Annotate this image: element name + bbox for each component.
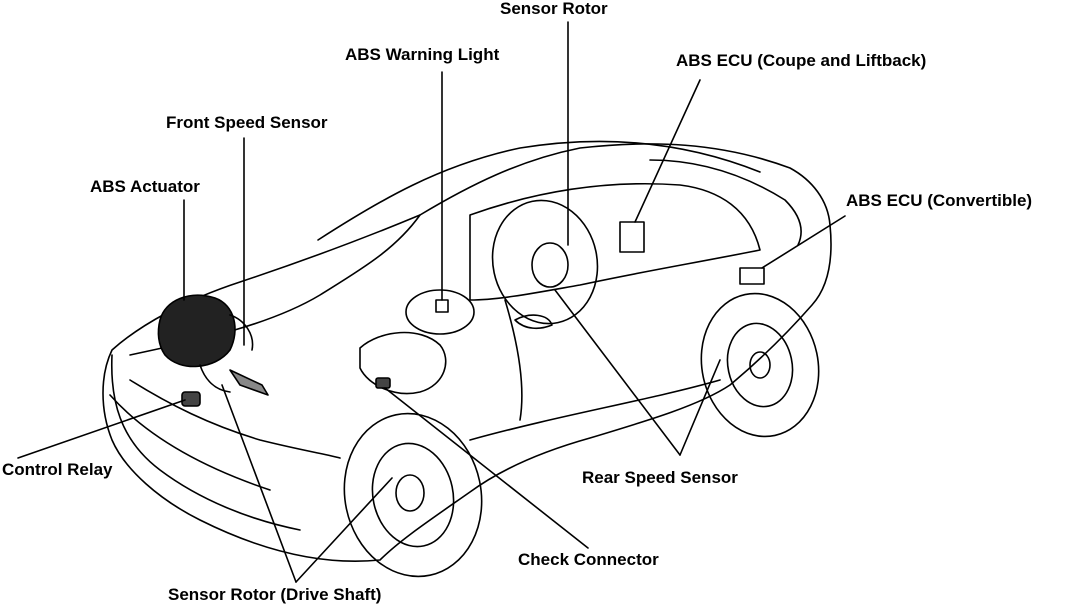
- label-rear-speed-sensor: Rear Speed Sensor: [582, 468, 738, 487]
- rear-window: [649, 159, 802, 246]
- leader-control-relay: [17, 399, 186, 459]
- leader-lines: [17, 21, 846, 583]
- abs-actuator-body: [157, 294, 236, 368]
- far-rear-hub: [531, 242, 569, 288]
- label-control-relay: Control Relay: [2, 460, 113, 479]
- brake-booster: [359, 331, 447, 395]
- front-hub: [395, 474, 425, 512]
- rear-wheel: [700, 292, 820, 438]
- front-wheel-rim: [371, 442, 455, 548]
- leader-drive-shaft-a: [221, 384, 297, 583]
- leader-rear-sensor-a: [554, 289, 681, 456]
- bumper-lower: [109, 394, 271, 491]
- front-wheel: [343, 412, 483, 578]
- ecu-coupe-box: [619, 221, 645, 253]
- label-abs-ecu-coupe: ABS ECU (Coupe and Liftback): [676, 51, 927, 70]
- label-abs-actuator: ABS Actuator: [90, 177, 200, 196]
- label-abs-ecu-convertible: ABS ECU (Convertible): [846, 191, 1033, 210]
- leader-rear-sensor-b: [679, 359, 721, 456]
- grille: [129, 379, 341, 459]
- speed-sensor-body: [229, 369, 269, 396]
- windshield: [317, 140, 761, 241]
- actuator-lines: [199, 314, 254, 393]
- ecu-convertible-box: [739, 267, 765, 285]
- leader-ecu-coupe: [634, 79, 701, 223]
- label-check-connector: Check Connector: [518, 550, 659, 569]
- label-front-speed-sensor: Front Speed Sensor: [166, 113, 328, 132]
- side-window: [469, 183, 761, 301]
- far-front-wheel: [405, 289, 475, 335]
- warning-light-box: [435, 299, 449, 313]
- sill-line: [469, 379, 721, 441]
- front-bumper: [110, 354, 301, 531]
- rear-wheel-rim: [726, 322, 794, 408]
- label-abs-warning-light: ABS Warning Light: [345, 45, 500, 64]
- leader-check-connector: [384, 387, 589, 549]
- side-mirror: [514, 314, 553, 330]
- leader-drive-shaft-b: [295, 477, 393, 583]
- rear-hub: [749, 351, 771, 379]
- door-line: [504, 299, 523, 421]
- label-sensor-rotor: Sensor Rotor: [500, 0, 608, 18]
- label-sensor-rotor-drive-shaft: Sensor Rotor (Drive Shaft): [168, 585, 382, 604]
- control-relay-box: [181, 391, 201, 407]
- leader-ecu-convertible: [761, 215, 846, 269]
- far-rear-wheel: [491, 199, 599, 325]
- check-connector-box: [375, 377, 391, 389]
